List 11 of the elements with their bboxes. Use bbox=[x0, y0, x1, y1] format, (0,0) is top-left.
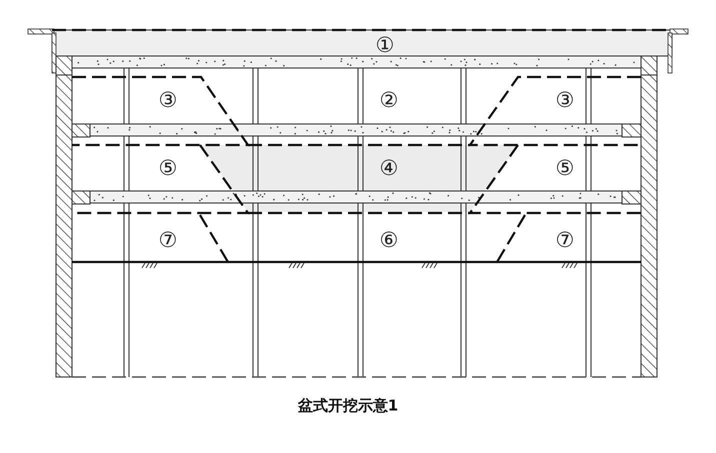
callout-number: ④ bbox=[380, 157, 398, 179]
callout-number: ⑦ bbox=[556, 229, 574, 251]
callout-number: ① bbox=[376, 34, 394, 56]
caption: 盆式开挖示意1 bbox=[298, 396, 398, 416]
callout-number: ⑦ bbox=[158, 229, 178, 251]
callout-number: ⑤ bbox=[556, 157, 574, 179]
callout-number: ③ bbox=[556, 89, 574, 111]
callout-number: ⑤ bbox=[158, 157, 178, 179]
callout-number: ③ bbox=[158, 89, 178, 111]
callout-number: ② bbox=[380, 89, 398, 111]
callout-number: ⑥ bbox=[380, 229, 398, 251]
